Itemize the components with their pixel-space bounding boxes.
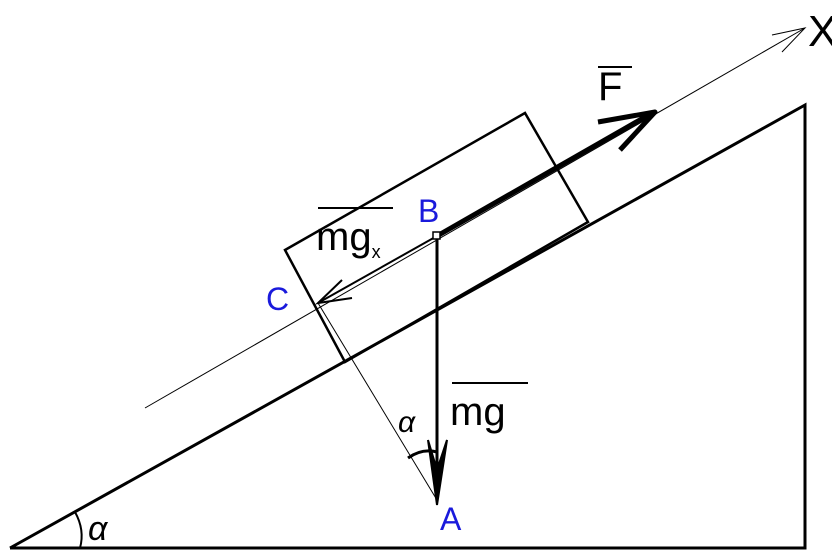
force-f-arrow [435,110,654,239]
x-axis-label: X [808,7,832,56]
angle-label-incline: α [88,510,109,548]
point-a-label: A [440,501,462,537]
angle-arc-at-a [407,449,438,460]
force-mg-arrowhead [427,439,448,506]
force-f-label: F [598,65,622,109]
angle-arc-incline [74,511,83,549]
x-axis-line [144,27,806,409]
force-f-arrowhead [597,109,658,152]
angle-label-at-a: α [398,406,416,439]
point-b-marker [432,231,441,240]
x-axis-arrowhead [771,27,807,53]
perpendicular-line-ca [317,302,438,501]
point-b-label: B [418,193,439,229]
point-c-label: C [266,281,289,317]
block [283,111,590,364]
force-mgx-label: mgx [316,215,381,262]
force-mg-label: mg [450,390,506,434]
force-mgx-arrow [317,235,438,304]
